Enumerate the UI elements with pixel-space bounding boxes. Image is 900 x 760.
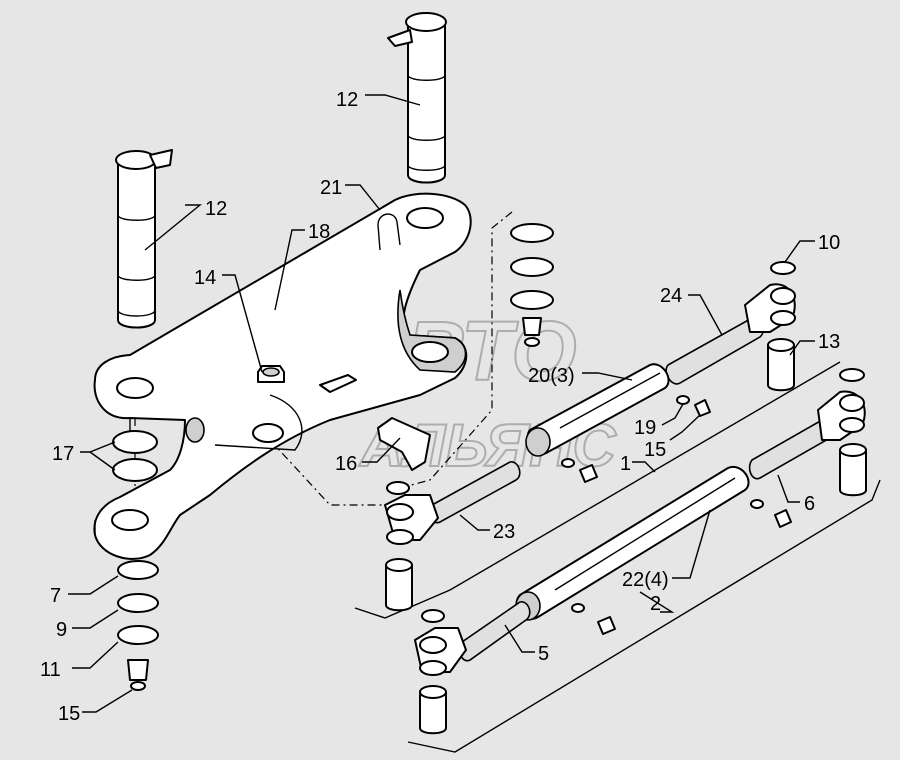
bracket-16 <box>319 374 431 471</box>
lower-tie-rod <box>414 368 867 735</box>
ring-stack-left <box>117 560 159 691</box>
callout-5: 5 <box>538 643 549 665</box>
callout-14: 14 <box>194 267 216 289</box>
callout-18: 18 <box>308 221 330 243</box>
ring-stack-right <box>510 223 554 347</box>
callout-11: 11 <box>40 659 61 681</box>
callout-12-top: 12 <box>336 89 358 111</box>
callout-16: 16 <box>335 453 357 475</box>
callout-labels: 12 12 21 18 14 10 24 13 20(3) 19 15 17 1… <box>40 89 840 725</box>
nut-14 <box>257 365 285 383</box>
callout-1: 1 <box>620 453 631 475</box>
callout-22-4: 22(4) <box>622 569 669 591</box>
upper-tie-rod <box>384 261 796 612</box>
callout-15-upper: 15 <box>644 439 666 461</box>
washers-17 <box>112 430 158 482</box>
callout-19: 19 <box>634 417 656 439</box>
callout-13: 13 <box>818 331 840 353</box>
clip-21 <box>377 213 401 251</box>
callout-20-3: 20(3) <box>528 365 575 387</box>
callout-10: 10 <box>818 232 840 254</box>
callout-6: 6 <box>804 493 815 515</box>
callout-9: 9 <box>56 619 67 641</box>
pin-12-top <box>387 12 447 184</box>
callout-21: 21 <box>320 177 342 199</box>
callout-23: 23 <box>493 521 515 543</box>
callout-12-left: 12 <box>205 198 227 220</box>
ground-lines <box>354 361 881 753</box>
callout-17: 17 <box>52 443 74 465</box>
leader-lines <box>68 94 815 713</box>
pin-12-left <box>115 149 173 329</box>
callout-7: 7 <box>50 585 61 607</box>
callout-24: 24 <box>660 285 682 307</box>
callout-15-lower: 15 <box>58 703 80 725</box>
callout-2: 2 <box>650 593 661 615</box>
